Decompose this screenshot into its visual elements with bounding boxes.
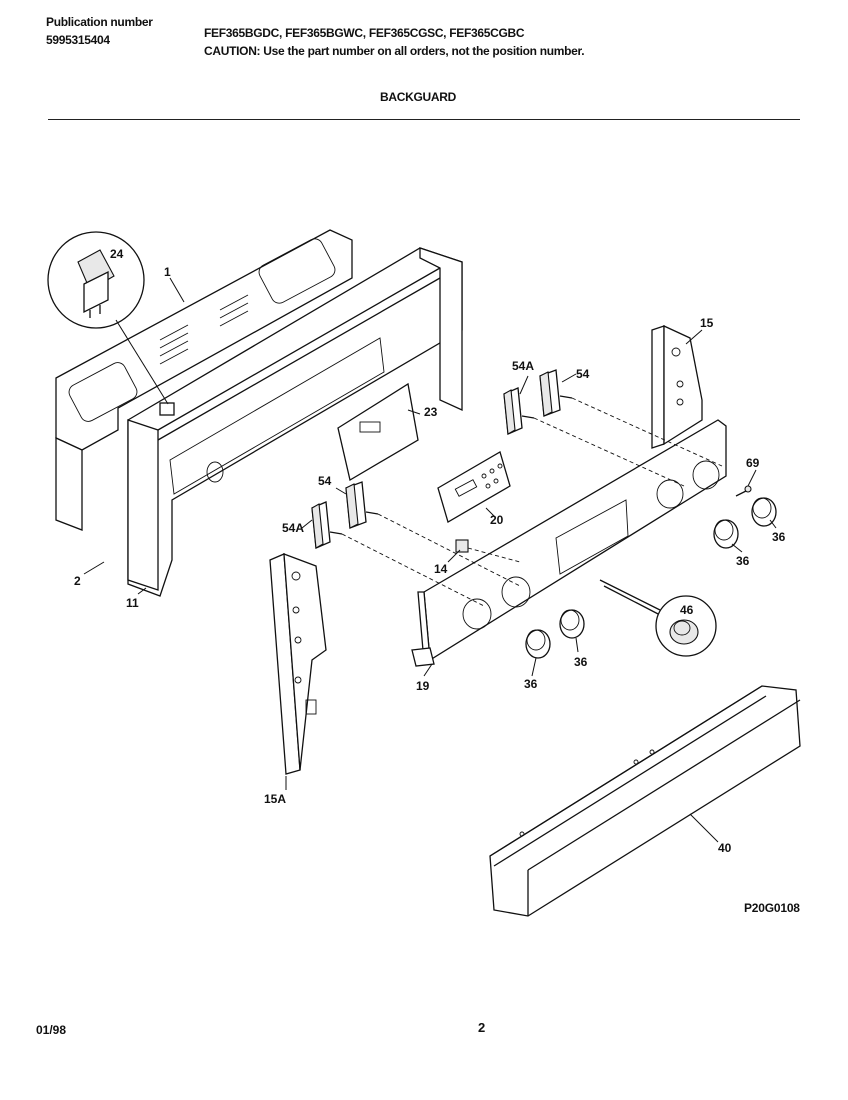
- indicator-light-part: [455, 539, 469, 553]
- back-panel-part: [55, 229, 353, 531]
- callout-19: 19: [416, 679, 430, 693]
- callout-24: 24: [110, 247, 124, 261]
- callout-69: 69: [746, 456, 760, 470]
- callout-54a-lower: 54A: [282, 521, 304, 535]
- callout-15: 15: [700, 316, 714, 330]
- rocker-switch-detail-24: [47, 231, 169, 405]
- publication-label: Publication number: [46, 15, 153, 29]
- bracket-15-part: [651, 324, 703, 449]
- trim-40-part: [489, 685, 801, 917]
- section-title: BACKGUARD: [380, 90, 456, 104]
- screw-69-part: [735, 485, 752, 497]
- callout-36-c: 36: [736, 554, 750, 568]
- control-panel-part: [411, 419, 727, 667]
- leader-lines: [83, 277, 777, 843]
- callout-46: 46: [680, 603, 694, 617]
- backguard-housing-part: [127, 247, 463, 597]
- bracket-23-part: [337, 382, 419, 482]
- knob-detail-46: [599, 579, 717, 657]
- publication-number: 5995315404: [46, 33, 110, 47]
- callout-11: 11: [126, 596, 139, 610]
- callout-36-b: 36: [574, 655, 588, 669]
- figure-id: P20G0108: [744, 901, 800, 915]
- caution-note: CAUTION: Use the part number on all orde…: [204, 44, 585, 58]
- callout-20: 20: [490, 513, 504, 527]
- callout-14: 14: [434, 562, 448, 576]
- callout-36-d: 36: [772, 530, 786, 544]
- callout-54-lower: 54: [318, 474, 332, 488]
- header-divider: [48, 119, 800, 120]
- callout-2: 2: [74, 574, 81, 588]
- model-numbers: FEF365BGDC, FEF365BGWC, FEF365CGSC, FEF3…: [204, 26, 525, 40]
- switch-54-lower-part: [345, 481, 379, 529]
- knob-36-a: [525, 629, 551, 659]
- switch-54a-upper-part: [503, 387, 535, 435]
- revision-date: 01/98: [36, 1023, 67, 1037]
- callout-54a-upper: 54A: [512, 359, 534, 373]
- page-number: 2: [478, 1020, 486, 1035]
- callout-1: 1: [164, 265, 171, 279]
- callout-40: 40: [718, 841, 732, 855]
- knob-36-c: [713, 519, 739, 549]
- callout-labels: 1 2 11 14 15 15A 19 20 23 24 36 36 36 36…: [74, 247, 786, 855]
- knob-36-d: [751, 497, 777, 527]
- callout-23: 23: [424, 405, 438, 419]
- callout-36-a: 36: [524, 677, 538, 691]
- alignment-lines: [341, 397, 723, 607]
- callout-15a: 15A: [264, 792, 286, 806]
- callout-54-upper: 54: [576, 367, 590, 381]
- clock-timer-part: [437, 451, 511, 523]
- bracket-15a-part: [269, 553, 327, 775]
- knob-36-b: [559, 609, 585, 639]
- switch-54-upper-part: [539, 369, 573, 417]
- switch-54a-lower-part: [311, 501, 343, 549]
